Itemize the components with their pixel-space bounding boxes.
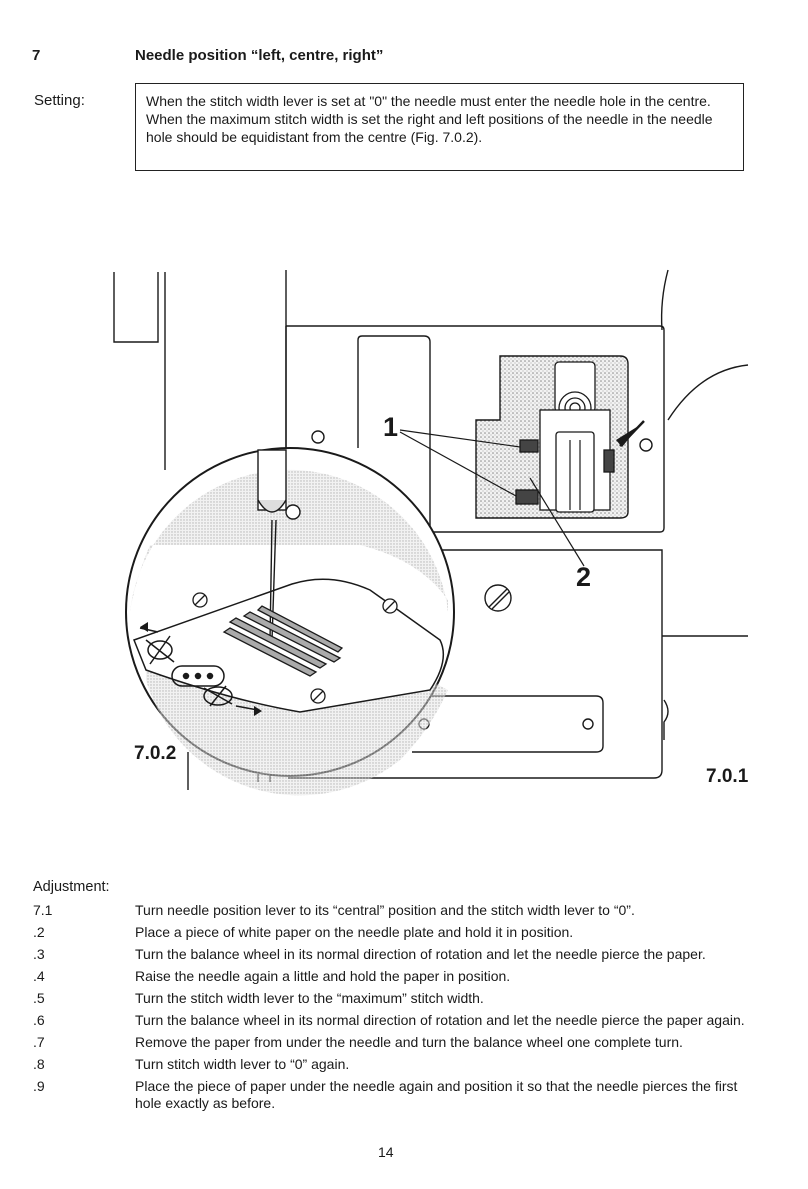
step-number: .9: [33, 1078, 45, 1094]
adjustment-step: 7.1 Turn needle position lever to its “c…: [33, 902, 753, 919]
step-text: Turn stitch width lever to “0” again.: [135, 1056, 350, 1072]
step-text: Turn the stitch width lever to the “maxi…: [135, 990, 484, 1006]
page-number: 14: [378, 1144, 394, 1160]
step-number: .6: [33, 1012, 45, 1028]
step-number: .2: [33, 924, 45, 940]
step-text: Place a piece of white paper on the need…: [135, 924, 574, 940]
adjustment-step: .9 Place the piece of paper under the ne…: [33, 1078, 753, 1112]
callout-1: 1: [383, 412, 399, 442]
adjustment-steps: 7.1 Turn needle position lever to its “c…: [33, 902, 753, 1117]
adjustment-step: .8 Turn stitch width lever to “0” again.: [33, 1056, 753, 1073]
setting-paragraph: When the maximum stitch width is set the…: [146, 111, 713, 145]
callout-2: 2: [576, 562, 592, 592]
adjustment-step: .7 Remove the paper from under the needl…: [33, 1034, 753, 1051]
adjustment-label: Adjustment:: [33, 879, 110, 895]
step-number: .3: [33, 946, 45, 962]
adjustment-step: .2 Place a piece of white paper on the n…: [33, 924, 753, 941]
step-number: .5: [33, 990, 45, 1006]
step-text: Raise the needle again a little and hold…: [135, 968, 511, 984]
step-number: 7.1: [33, 902, 53, 918]
step-text: Turn the balance wheel in its normal dir…: [135, 1012, 745, 1028]
section-title: Needle position “left, centre, right”: [135, 47, 384, 64]
setting-paragraph: When the stitch width lever is set at "0…: [146, 93, 711, 109]
setting-label: Setting:: [34, 92, 85, 109]
adjustment-step: .3 Turn the balance wheel in its normal …: [33, 946, 753, 963]
adjustment-step: .4 Raise the needle again a little and h…: [33, 968, 753, 985]
step-text: Turn the balance wheel in its normal dir…: [135, 946, 706, 962]
step-number: .8: [33, 1056, 45, 1072]
step-number: .4: [33, 968, 45, 984]
figure-label-main: 7.0.1: [706, 766, 749, 787]
section-number: 7: [32, 47, 41, 64]
figure-label-inset: 7.0.2: [134, 743, 177, 764]
setting-box: When the stitch width lever is set at "0…: [135, 83, 744, 171]
adjustment-step: .5 Turn the stitch width lever to the “m…: [33, 990, 753, 1007]
step-text: Remove the paper from under the needle a…: [135, 1034, 683, 1050]
step-text: Turn needle position lever to its “centr…: [135, 902, 635, 918]
step-text: Place the piece of paper under the needl…: [135, 1078, 738, 1111]
step-number: .7: [33, 1034, 45, 1050]
adjustment-step: .6 Turn the balance wheel in its normal …: [33, 1012, 753, 1029]
